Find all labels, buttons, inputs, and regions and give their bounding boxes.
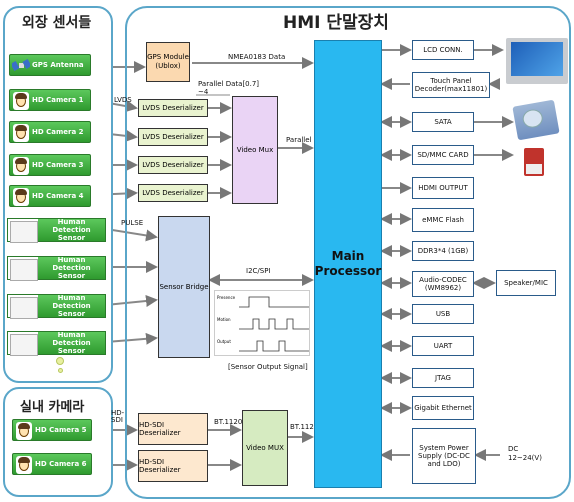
dc-input-label: DC 12~24(V) [508, 445, 542, 462]
lvds-deserializer-1: LVDS Deserializer [138, 99, 208, 117]
sd-mmc-card: SD/MMC CARD [412, 145, 474, 165]
touch-panel-decoder: Touch Panel Decoder(max11801) [412, 72, 490, 98]
sensor-output-signal-chart: Presence Motion Output [214, 290, 310, 356]
video-mux-2: Video MUX [242, 410, 288, 486]
camera-icon [13, 124, 29, 142]
audio-codec: Audio-CODEC (WM8962) [412, 271, 474, 297]
signal-caption: [Sensor Output Signal] [228, 363, 308, 371]
more-indicator-dot [56, 357, 64, 365]
lvds-deserializer-2: LVDS Deserializer [138, 128, 208, 146]
indoor-camera-title: 실내 카메라 [20, 400, 85, 415]
hdsdi-deserializer-2: HD-SDI Deserializer [138, 450, 208, 482]
hd-camera-6: HD Camera 6 [12, 453, 92, 475]
i2c-spi-label: I2C/SPI [246, 267, 271, 275]
video-mux: Video Mux [232, 96, 278, 204]
human-detection-sensor-1: Human Detection Sensor [7, 218, 106, 243]
monitor-icon [506, 38, 568, 84]
parallel-data-label: Parallel Data[0.7] ~4 [198, 80, 260, 96]
lcd-connector: LCD CONN. [412, 40, 474, 60]
sensor-bridge: Sensor Bridge [158, 216, 210, 358]
hd-camera-3: HD Camera 3 [9, 154, 91, 176]
gps-module: GPS Module (Ublox) [146, 42, 190, 82]
emmc-flash: eMMC Flash [412, 208, 474, 232]
sd-card-icon [524, 148, 544, 176]
gigabit-ethernet: Gigabit Ethernet [412, 396, 474, 420]
satellite-icon [12, 59, 30, 71]
human-detection-sensor-4: Human Detection Sensor [7, 331, 106, 356]
lvds-deserializer-3: LVDS Deserializer [138, 156, 208, 174]
hdsdi-deserializer-1: HD-SDI Deserializer [138, 413, 208, 445]
hd-camera-4: HD Camera 4 [9, 185, 91, 207]
camera-icon [13, 92, 29, 110]
hd-camera-5: HD Camera 5 [12, 419, 92, 441]
camera-icon [13, 188, 29, 206]
camera-icon [16, 456, 32, 474]
signal-row-label: Motion [217, 317, 231, 322]
usb: USB [412, 304, 474, 324]
pulse-label: PULSE [121, 219, 144, 227]
sata: SATA [412, 112, 474, 132]
bt1120-label: BT.1120 [214, 418, 243, 426]
hd-camera-2: HD Camera 2 [9, 121, 91, 143]
gps-antenna: GPS Antenna [9, 54, 91, 76]
hdsdi-label: HD-SDI [111, 409, 125, 424]
signal-row-label: Presence [217, 295, 236, 300]
hd-camera-1: HD Camera 1 [9, 89, 91, 111]
bt1120-label-2: BT.1120 [290, 423, 319, 431]
parallel-label: Parallel [286, 136, 312, 144]
hmi-title: HMI 단말장치 [283, 13, 389, 33]
indoor-camera-panel [3, 387, 113, 497]
lvds-label: LVDS [114, 96, 132, 104]
human-detection-sensor-2: Human Detection Sensor [7, 256, 106, 281]
sensor-photo [10, 297, 38, 319]
uart: UART [412, 336, 474, 356]
hmi-terminal-panel [125, 6, 571, 499]
ddr3-memory: DDR3*4 (1GB) [412, 241, 474, 261]
system-power-supply: System Power Supply (DC-DC and LDO) [412, 428, 476, 484]
jtag: JTAG [412, 368, 474, 388]
external-sensors-title: 외장 센서들 [22, 15, 92, 31]
camera-icon [13, 157, 29, 175]
hdmi-output: HDMI OUTPUT [412, 177, 474, 199]
lvds-deserializer-4: LVDS Deserializer [138, 184, 208, 202]
main-processor: Main Processor [314, 40, 382, 488]
sensor-photo [10, 221, 38, 243]
human-detection-sensor-3: Human Detection Sensor [7, 294, 106, 319]
more-indicator-dot [58, 368, 63, 373]
speaker-mic: Speaker/MIC [496, 270, 556, 296]
nmea-label: NMEA0183 Data [228, 53, 286, 61]
hard-drive-icon [512, 99, 560, 141]
sensor-photo [10, 259, 38, 281]
signal-row-label: Output [217, 339, 231, 344]
camera-icon [16, 422, 32, 440]
sensor-photo [10, 334, 38, 356]
waveform-graphic [239, 296, 309, 352]
